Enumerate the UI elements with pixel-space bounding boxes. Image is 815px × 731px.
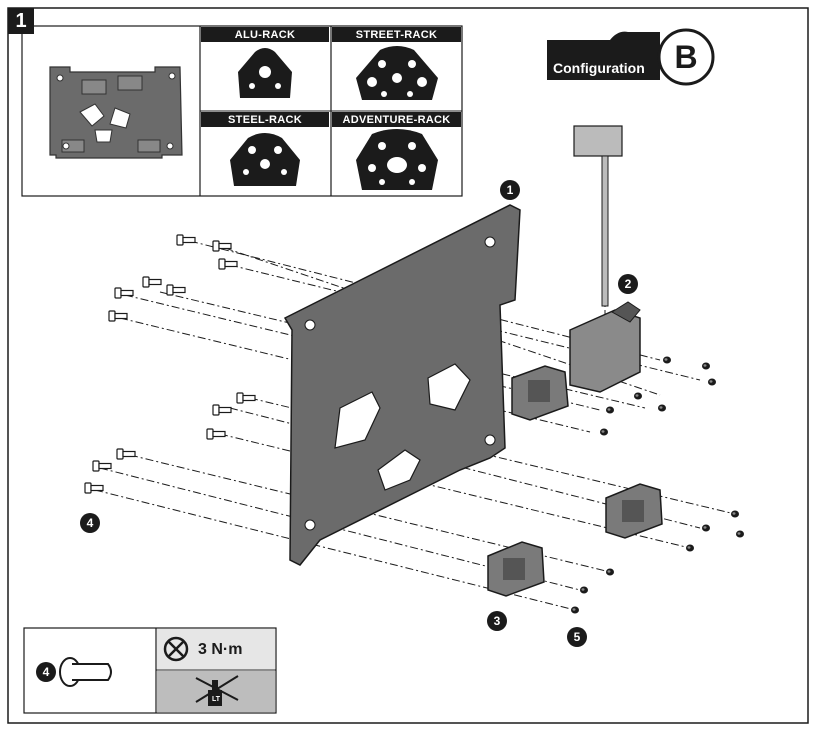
- configuration-label: Configuration: [553, 60, 645, 76]
- adventure-rack-image: [356, 129, 438, 190]
- alu-rack-image: [238, 48, 292, 98]
- step-number: 1: [8, 8, 34, 34]
- rack-label-steel: STEEL-RACK: [201, 112, 329, 127]
- rack-label-street: STREET-RACK: [332, 27, 461, 42]
- configuration-badge: [547, 31, 660, 80]
- callout-clamp: 3: [487, 611, 507, 631]
- bolt-icon: [59, 657, 112, 687]
- base-plate-thumbnail: [49, 66, 183, 159]
- torque-value: 3 N·m: [198, 641, 243, 658]
- callout-bolt: 4: [80, 513, 100, 533]
- mounting-plate: [283, 204, 521, 566]
- clamp-upper: [511, 365, 569, 421]
- torque-wrench-icon: [163, 636, 189, 662]
- callout-plate: 1: [500, 180, 520, 200]
- nut-group: [571, 356, 744, 614]
- rack-label-adventure: ADVENTURE-RACK: [332, 112, 461, 127]
- clamp-lower: [487, 541, 545, 597]
- page-frame: [7, 7, 809, 724]
- bolt-group: [84, 234, 256, 494]
- callout-knob: 2: [618, 274, 638, 294]
- threadlock-mark: LT: [211, 695, 221, 703]
- rack-label-alu: ALU-RACK: [201, 27, 329, 42]
- legend-bolt-ref: 4: [36, 662, 56, 682]
- street-rack-image: [356, 46, 438, 100]
- callout-nut: 5: [567, 627, 587, 647]
- lock-bracket: [569, 125, 641, 393]
- configuration-letter: B: [674, 38, 698, 75]
- steel-rack-image: [230, 133, 300, 186]
- no-threadlocker-icon: [195, 675, 239, 706]
- clamp-right: [605, 483, 663, 539]
